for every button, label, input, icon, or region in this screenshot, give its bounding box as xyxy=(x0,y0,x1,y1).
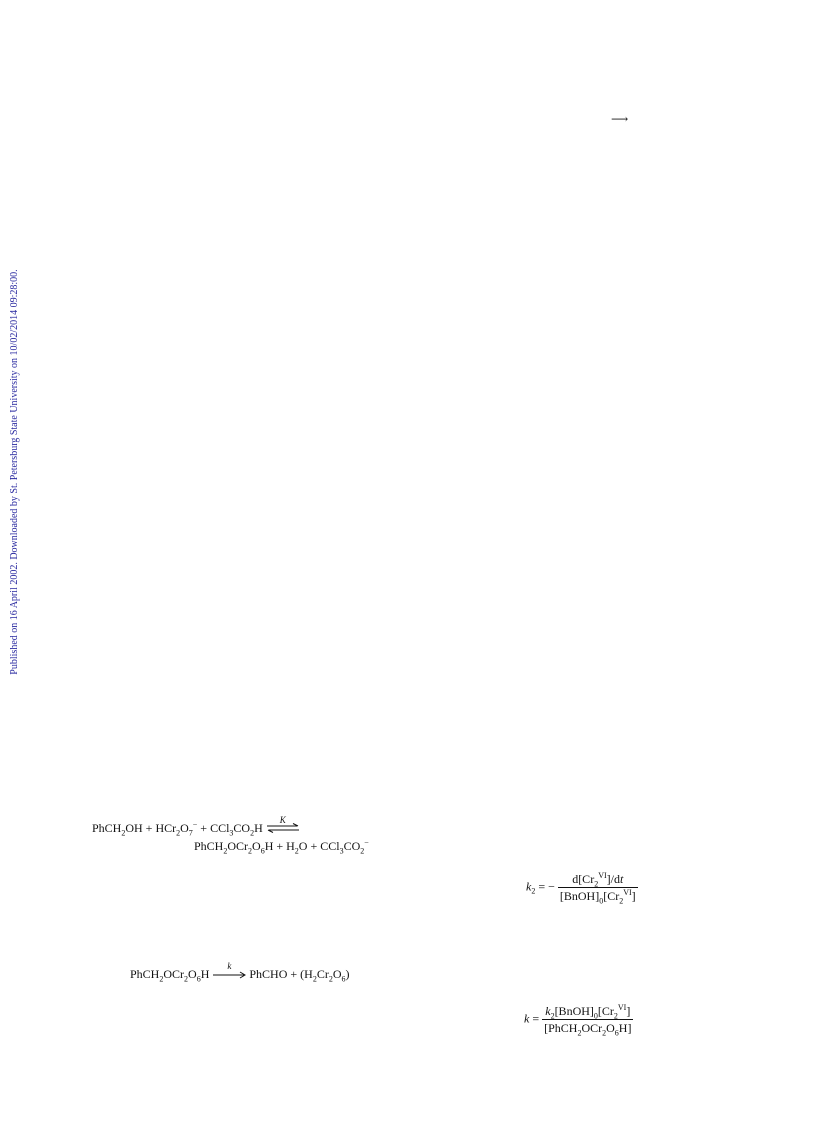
rate-constant-equation: k2 = − d[Cr2VI]/dt [BnOH]0[Cr2VI] xyxy=(526,871,638,906)
rate-fraction-numerator: d[Cr2VI]/dt xyxy=(557,872,638,888)
rate-fraction-denominator: [BnOH]0[Cr2VI] xyxy=(559,888,636,906)
decomposition-equation: PhCH2OCr2O6H k PhCHO + (H2Cr2O6) xyxy=(130,961,350,984)
equilibrium-equation-line1: PhCH2OH + HCr2O7− + CCl3CO2H K xyxy=(92,815,300,837)
reaction-arrow: k xyxy=(212,961,247,982)
equilibrium-constant-label: K xyxy=(279,815,286,826)
equilibrium-arrow-icon xyxy=(266,823,299,834)
download-margin-note: Published on 16 April 2002. Downloaded b… xyxy=(9,269,20,675)
reaction-arrow-icon xyxy=(213,971,247,979)
k-fraction-denominator: [PhCH2OCr2O6H] xyxy=(544,1021,632,1038)
equilibrium-arrow: K xyxy=(266,815,300,836)
arrow-glyph: ⟶ xyxy=(611,112,629,126)
k-fraction: k2[BnOH]0[Cr2VI] [PhCH2OCr2O6H] xyxy=(542,1004,634,1038)
first-order-constant-equation: k = k2[BnOH]0[Cr2VI] [PhCH2OCr2O6H] xyxy=(524,1003,634,1038)
equilibrium-equation-line2: PhCH2OCr2O6H + H2O + CCl3CO2− xyxy=(194,838,369,856)
rate-fraction: d[Cr2VI]/dt [BnOH]0[Cr2VI] xyxy=(557,872,638,906)
k-fraction-numerator: k2[BnOH]0[Cr2VI] xyxy=(542,1004,634,1020)
rate-constant-label: k xyxy=(227,961,232,972)
